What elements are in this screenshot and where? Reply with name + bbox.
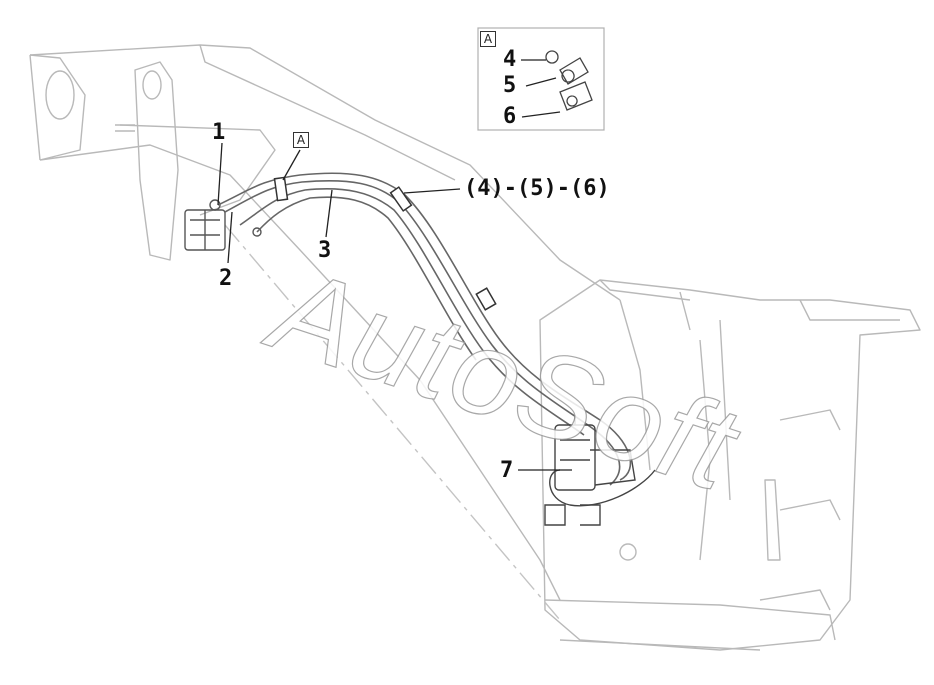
- callout-clamp-group: (4)-(5)-(6): [464, 176, 610, 201]
- right-valve-cap: [560, 415, 590, 461]
- leader-detail-5: [525, 77, 557, 87]
- view-tag: A: [293, 132, 309, 148]
- chassis-bore: [619, 543, 637, 561]
- hose-2: [224, 179, 621, 486]
- frame-outline-lower: [39, 144, 561, 601]
- chassis-top-boss: [599, 279, 731, 501]
- bottom-flange: [544, 599, 836, 651]
- bracket-pin-bore: [142, 70, 162, 100]
- left-valve-detail: [190, 210, 220, 250]
- clamp-b: [389, 186, 413, 212]
- clamp-a: [273, 176, 289, 202]
- leader-detail-6: [521, 111, 561, 118]
- hose-1: [217, 172, 632, 481]
- chassis-lugs: [759, 299, 900, 611]
- detail-tag: A: [480, 31, 496, 47]
- callout-part-1: 1: [212, 120, 226, 145]
- frame-edge-inner: [199, 44, 456, 181]
- callout-part-2: 2: [219, 266, 233, 291]
- chassis-slot: [764, 479, 781, 561]
- detail-clamp-upper: [559, 57, 589, 85]
- chassis-ribs: [619, 299, 711, 561]
- detail-bolt: [545, 50, 559, 64]
- leader-3: [325, 189, 333, 238]
- leader-1: [217, 142, 223, 206]
- dashed-centerline: [224, 224, 561, 621]
- right-valve-foot: [544, 504, 601, 526]
- callout-part-3: 3: [318, 238, 332, 263]
- hose-3: [239, 188, 585, 436]
- mount-plate: [119, 124, 276, 216]
- pin-stub: [115, 124, 135, 132]
- clamp-c: [475, 287, 497, 311]
- right-valve-tank: [590, 449, 636, 486]
- left-pin-bore: [45, 70, 75, 120]
- detail-part-6: 6: [503, 104, 517, 129]
- leader-456: [403, 188, 461, 194]
- leader-a: [282, 149, 301, 181]
- left-fitting: [209, 199, 221, 211]
- bracket-arm: [134, 61, 179, 261]
- left-fitting-2: [252, 227, 262, 237]
- callout-part-7: 7: [500, 458, 514, 483]
- leader-2: [227, 211, 233, 264]
- detail-frame: [477, 27, 605, 131]
- hose-4: [256, 196, 477, 361]
- detail-part-5: 5: [503, 73, 517, 98]
- detail-part-4: 4: [503, 47, 517, 72]
- left-pivot-plate: [29, 54, 86, 161]
- right-valve-hose: [549, 469, 656, 507]
- detail-clamp-lower: [559, 81, 593, 111]
